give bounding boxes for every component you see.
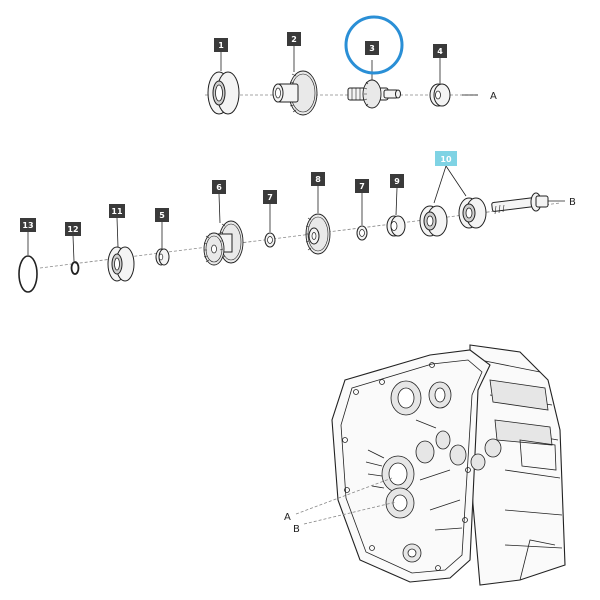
output-shaft [491,192,549,215]
part-9-washer [386,215,406,237]
part-7a-ring [264,232,276,248]
callout-2: 2 [287,32,301,46]
part-12-retainer [70,261,80,275]
callout-10-label: 10 [440,155,452,164]
part-13-snap-ring [18,255,38,293]
callout-9-label: 9 [394,177,400,186]
part-8-gear [305,213,331,255]
callout-5: 5 [155,208,169,222]
callout-2-label: 2 [291,35,297,44]
callout-8-label: 8 [315,175,321,184]
callout-10: 10 [435,151,457,166]
ref-b-housing: B [293,524,300,535]
callout-12: 12 [65,222,81,236]
callout-1: 1 [214,38,228,52]
part-7b-ring [356,225,368,241]
callout-8: 8 [311,172,325,186]
callout-13-label: 13 [22,221,33,230]
axis-line-b-housing [303,501,397,525]
part-11-bearing [107,246,135,282]
callout-5-label: 5 [159,211,165,220]
callout-11: 11 [109,204,125,218]
callout-1-label: 1 [218,41,224,50]
leader-12 [72,235,75,262]
callout-13: 13 [20,218,36,232]
ref-a-housing: A [284,512,291,523]
leader-11 [116,217,119,248]
callout-11-label: 11 [111,207,123,216]
leader-9 [395,187,398,216]
callout-3: 3 [365,41,379,55]
part-10a-bearing [419,205,448,237]
part-6-gear-cluster [203,220,244,266]
leader-6 [218,193,221,224]
part-10b-bearing [458,197,487,229]
part-5-washer [155,248,170,266]
callout-12-label: 12 [67,225,78,234]
leader-10b [445,165,467,197]
transmission-housing [331,344,566,586]
callout-7b-label: 7 [359,182,365,191]
callout-4: 4 [433,44,447,58]
part-2-gear [272,70,318,116]
part-3-pinion-shaft [347,79,401,109]
callout-6-label: 6 [216,183,222,192]
callout-7a-label: 7 [267,193,273,202]
part-1-bearing [207,71,240,115]
highlight-circle [344,15,404,75]
leader-10a [433,165,447,204]
callout-6: 6 [212,180,226,194]
callout-7b: 7 [355,179,369,193]
callout-9: 9 [390,174,404,188]
ref-a-top: A [490,91,497,102]
axis-line-a-housing [295,477,393,515]
callout-7a: 7 [263,190,277,204]
callout-3-label: 3 [369,44,375,53]
part-4-washer [429,83,451,107]
callout-4-label: 4 [437,47,443,56]
ref-b-mid: B [569,197,576,208]
